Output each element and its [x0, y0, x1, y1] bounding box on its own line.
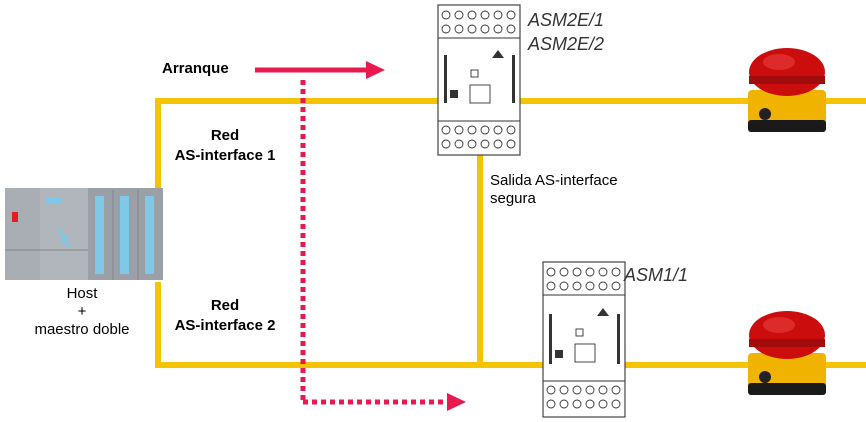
safe-output-label-line1: Salida AS-interface	[490, 172, 618, 189]
safe-output-label-line2: segura	[490, 190, 536, 207]
host-label-line3: maestro doble	[34, 321, 130, 338]
network-2-label-line1: Red	[210, 297, 240, 314]
module-top-label: ASM2E/1 ASM2E/2	[528, 8, 604, 56]
safety-module-top	[437, 4, 521, 156]
bus-line-2	[155, 282, 866, 368]
emergency-stop-button-icon	[748, 48, 826, 132]
start-label: Arranque	[162, 60, 229, 77]
arrow-right-icon	[447, 393, 466, 411]
plc-host-icon	[5, 188, 163, 280]
safety-module-bottom	[542, 261, 626, 418]
host-label-line1: Host	[66, 285, 98, 302]
module-bottom-label: ASM1/1	[624, 265, 689, 285]
host-label: Host + maestro doble	[20, 285, 144, 339]
emergency-stop-button-icon	[748, 311, 826, 395]
network-1-label: Red AS-interface 1	[160, 126, 290, 166]
network-2-label-line2: AS-interface 2	[174, 317, 276, 334]
arrow-right-icon	[366, 61, 385, 79]
network-1-label-line2: AS-interface 1	[174, 147, 276, 164]
module-top-label-line2: ASM2E/2	[528, 34, 605, 54]
host-label-line2: +	[77, 303, 87, 320]
module-top-label-line1: ASM2E/1	[528, 10, 605, 30]
safe-output-label: Salida AS-interface segura	[490, 172, 618, 208]
network-2-label: Red AS-interface 2	[160, 296, 290, 336]
network-1-label-line1: Red	[210, 127, 240, 144]
start-signal-arrow	[255, 61, 385, 79]
bus-lines	[155, 98, 866, 368]
dotted-signal-path	[300, 80, 466, 411]
bus-line-1	[155, 98, 866, 198]
